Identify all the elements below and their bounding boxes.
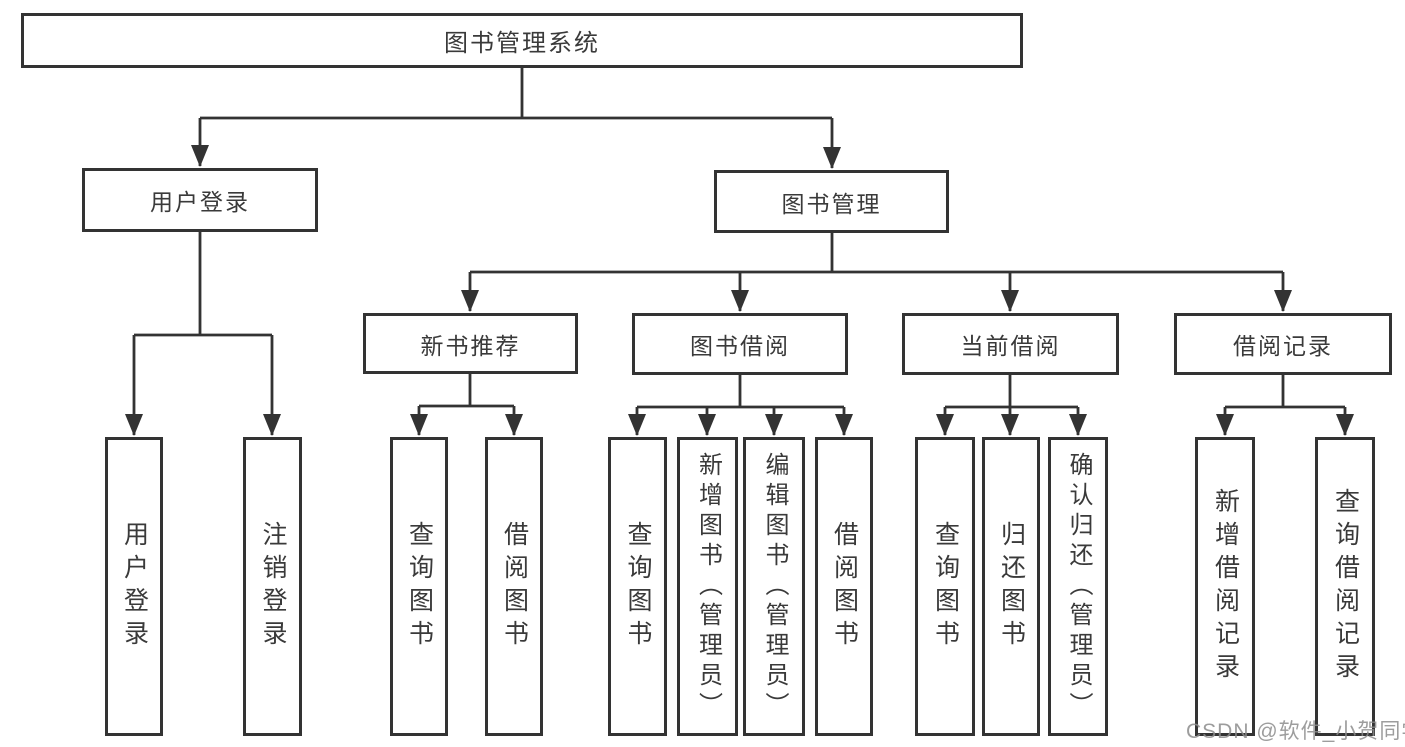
leaf-return-book-label: 归还图书 <box>997 520 1026 653</box>
leaf-query-books-current-label: 查询图书 <box>931 520 960 653</box>
leaf-user-login-label: 用户登录 <box>120 520 149 653</box>
leaf-query-books-recommend-label: 查询图书 <box>405 520 434 653</box>
leaf-borrow-books-recommend-label: 借阅图书 <box>500 520 529 653</box>
leaf-add-book-admin: 新增图书（管理员） <box>677 437 738 736</box>
leaf-borrow-books-borrowing: 借阅图书 <box>815 437 873 736</box>
leaf-user-login: 用户登录 <box>105 437 163 736</box>
leaf-query-borrow-record-label: 查询借阅记录 <box>1331 487 1360 686</box>
leaf-query-borrow-record: 查询借阅记录 <box>1315 437 1375 736</box>
leaf-logout: 注销登录 <box>243 437 302 736</box>
node-system-root-label: 图书管理系统 <box>444 30 600 57</box>
leaf-edit-book-admin: 编辑图书（管理员） <box>743 437 805 736</box>
node-borrowing-records-label: 借阅记录 <box>1233 333 1333 359</box>
leaf-confirm-return-admin: 确认归还（管理员） <box>1048 437 1108 736</box>
node-book-borrowing: 图书借阅 <box>632 313 848 375</box>
node-book-borrowing-label: 图书借阅 <box>690 333 790 359</box>
leaf-logout-label: 注销登录 <box>259 520 287 653</box>
node-new-book-recommend-label: 新书推荐 <box>420 332 521 359</box>
node-borrowing-records: 借阅记录 <box>1174 313 1392 375</box>
node-book-management-label: 图书管理 <box>781 190 882 217</box>
node-system-root: 图书管理系统 <box>21 13 1023 68</box>
leaf-borrow-books-recommend: 借阅图书 <box>485 437 543 736</box>
leaf-query-books-recommend: 查询图书 <box>390 437 448 736</box>
node-new-book-recommend: 新书推荐 <box>363 313 578 374</box>
leaf-borrow-books-borrowing-label: 借阅图书 <box>830 520 859 653</box>
node-current-borrowing: 当前借阅 <box>902 313 1119 375</box>
leaf-query-books-borrowing: 查询图书 <box>608 437 667 736</box>
leaf-query-books-current: 查询图书 <box>915 437 975 736</box>
node-current-borrowing-label: 当前借阅 <box>960 333 1061 359</box>
leaf-add-borrow-record: 新增借阅记录 <box>1195 437 1255 736</box>
leaf-return-book: 归还图书 <box>982 437 1040 736</box>
leaf-add-book-admin-label: 新增图书（管理员） <box>694 451 722 722</box>
leaf-query-books-borrowing-label: 查询图书 <box>624 520 652 653</box>
node-user-login: 用户登录 <box>82 168 318 232</box>
leaf-confirm-return-admin-label: 确认归还（管理员） <box>1065 451 1092 722</box>
node-user-login-label: 用户登录 <box>150 189 250 215</box>
node-book-management: 图书管理 <box>714 170 949 233</box>
leaf-edit-book-admin-label: 编辑图书（管理员） <box>761 451 788 722</box>
csdn-watermark: CSDN @软件_小贺同学 <box>1186 720 1405 743</box>
leaf-add-borrow-record-label: 新增借阅记录 <box>1211 487 1240 686</box>
